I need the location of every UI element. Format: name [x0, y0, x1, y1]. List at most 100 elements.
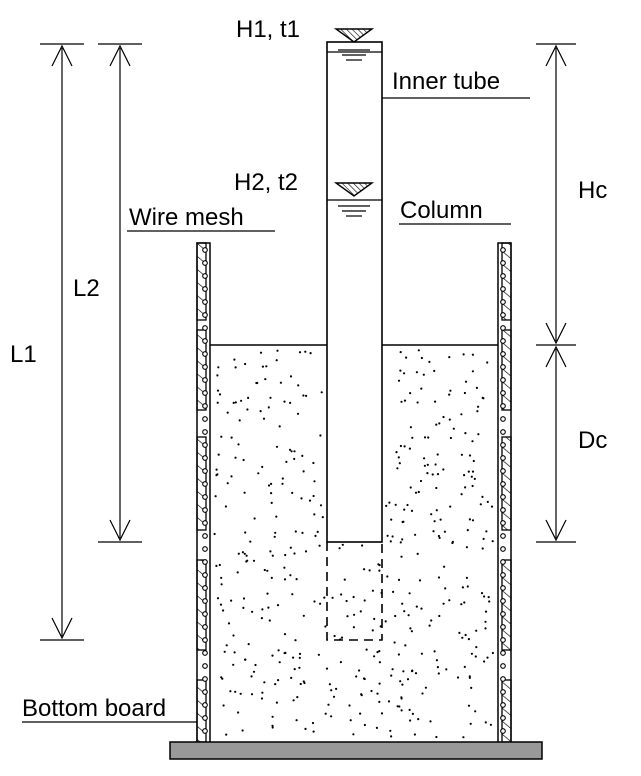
soil-particle: [225, 644, 228, 647]
wire-mesh-ring: [202, 481, 208, 487]
soil-particle: [237, 552, 240, 555]
soil-particle: [360, 694, 363, 697]
soil-particle: [328, 683, 331, 686]
soil-particle: [220, 435, 223, 438]
soil-particle: [239, 692, 242, 695]
soil-particle: [331, 596, 334, 599]
soil-particle: [471, 470, 475, 473]
soil-particle: [316, 530, 319, 534]
wire-mesh-ring: [500, 299, 506, 305]
label-l2: L2: [73, 275, 100, 302]
soil-particle: [448, 599, 451, 602]
soil-particle: [471, 484, 474, 488]
soil-particle: [390, 735, 393, 738]
soil-particle: [429, 720, 432, 723]
soil-particle: [436, 666, 439, 669]
column-wall-segment: [501, 559, 512, 651]
soil-particle: [274, 531, 277, 534]
soil-particle: [260, 617, 263, 620]
soil-particle: [477, 433, 480, 436]
soil-particle: [403, 399, 407, 402]
soil-particle: [415, 371, 418, 374]
soil-particle: [214, 495, 217, 498]
soil-particle: [479, 503, 482, 506]
column-wall-segment: [501, 242, 512, 321]
soil-particle: [423, 457, 426, 460]
soil-particle: [427, 436, 430, 439]
soil-particle: [458, 631, 461, 635]
soil-particle: [398, 462, 401, 465]
soil-fill: [210, 345, 498, 742]
dimension-hc: [536, 43, 576, 345]
soil-particle: [276, 604, 280, 607]
bottom-board: [169, 741, 543, 760]
soil-particle: [403, 508, 406, 511]
soil-particle: [363, 723, 366, 727]
soil-particle: [293, 552, 296, 555]
soil-particle: [433, 369, 436, 372]
soil-particle: [399, 444, 402, 448]
wire-mesh-ring: [500, 572, 506, 578]
soil-particle: [461, 636, 464, 639]
soil-particle: [403, 445, 406, 448]
soil-particle: [289, 401, 292, 404]
wire-mesh-ring: [500, 325, 506, 331]
soil-particle: [471, 353, 474, 356]
soil-particle: [317, 653, 320, 656]
soil-particle: [250, 693, 254, 696]
soil-particle: [371, 629, 374, 632]
soil-particle: [409, 486, 412, 489]
soil-particle: [230, 599, 233, 602]
wire-mesh-ring: [202, 520, 208, 526]
wire-mesh-ring: [500, 403, 506, 409]
soil-particle: [373, 617, 376, 621]
soil-particle: [452, 427, 455, 430]
soil-particle: [324, 712, 327, 715]
column-wall-segment: [196, 559, 207, 651]
soil-particle: [411, 712, 414, 716]
soil-particle: [449, 505, 452, 508]
soil-particle: [451, 541, 454, 545]
wire-mesh-ring: [500, 507, 506, 513]
soil-particle: [471, 519, 475, 522]
soil-particle: [396, 705, 399, 708]
soil-particle: [271, 715, 274, 718]
soil-particle: [358, 669, 361, 672]
dimension-dc: [536, 345, 576, 543]
wire-mesh-ring: [500, 377, 506, 383]
soil-particle: [415, 605, 418, 608]
soil-particle: [390, 674, 393, 677]
soil-particle: [352, 626, 355, 629]
soil-particle: [254, 663, 257, 667]
soil-particle: [241, 729, 244, 732]
wire-mesh-ring: [202, 689, 208, 695]
wire-mesh-ring: [202, 338, 208, 344]
soil-particle: [232, 663, 235, 666]
soil-particle: [419, 479, 423, 483]
soil-particle: [467, 704, 471, 707]
wire-mesh-ring: [500, 247, 506, 253]
soil-particle: [414, 672, 418, 675]
soil-particle: [269, 396, 272, 399]
soil-particle: [384, 620, 387, 623]
soil-particle: [263, 681, 266, 684]
soil-particle: [277, 649, 280, 652]
soil-particle: [393, 641, 396, 644]
soil-particle: [378, 700, 381, 704]
soil-particle: [406, 678, 410, 681]
soil-particle: [396, 467, 399, 470]
wire-mesh-ring: [202, 429, 208, 435]
soil-particle: [386, 575, 389, 578]
soil-particle: [301, 531, 304, 535]
wire-mesh-ring: [202, 676, 208, 682]
soil-particle: [285, 460, 288, 463]
soil-particle: [397, 456, 400, 459]
soil-particle: [481, 547, 484, 550]
soil-particle: [259, 410, 262, 413]
soil-particle: [225, 733, 228, 736]
soil-particle: [462, 353, 465, 356]
soil-particle: [246, 408, 249, 411]
soil-particle: [428, 624, 431, 627]
column-wall-segment: [196, 329, 207, 411]
soil-particle: [486, 656, 489, 659]
